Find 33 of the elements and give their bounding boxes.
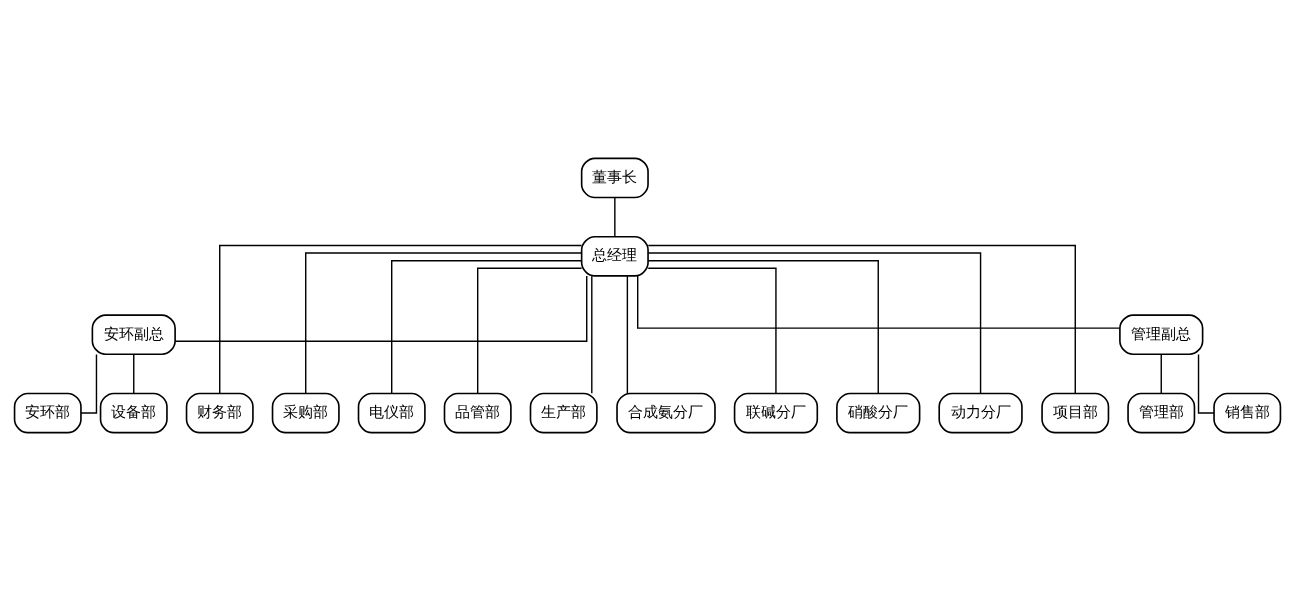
node-box: 硝酸分厂 (836, 392, 921, 433)
node-box: 设备部 (99, 392, 168, 433)
connector (219, 244, 583, 394)
connector (391, 259, 583, 394)
connector (647, 251, 982, 394)
node-box: 管理部 (1127, 392, 1196, 433)
node-box: 电仪部 (357, 392, 426, 433)
node-box: 生产部 (529, 392, 598, 433)
node-box: 采购部 (271, 392, 340, 433)
node-box: 管理副总 (1119, 313, 1204, 355)
connector (614, 196, 616, 237)
node-box: 联碱分厂 (733, 392, 819, 433)
connector (174, 274, 588, 342)
node-box: 合成氨分厂 (616, 392, 716, 433)
connector (305, 251, 583, 394)
node-box: 品管部 (443, 392, 512, 433)
connector (626, 274, 629, 394)
node-box: 动力分厂 (938, 392, 1023, 433)
node-box: 项目部 (1041, 392, 1110, 433)
node-box: 财务部 (185, 392, 254, 433)
node-box: 总经理 (580, 235, 649, 277)
node-box: 安环副总 (91, 313, 176, 355)
connector (133, 353, 135, 394)
node-box: 安环部 (13, 392, 82, 433)
connector (1160, 353, 1162, 394)
connector (647, 244, 1076, 394)
connector (477, 267, 583, 394)
node-box: 销售部 (1213, 392, 1282, 433)
connector (637, 274, 1121, 329)
connector (647, 267, 777, 394)
connector (647, 259, 879, 394)
node-box: 董事长 (580, 157, 649, 198)
connector (591, 274, 593, 394)
